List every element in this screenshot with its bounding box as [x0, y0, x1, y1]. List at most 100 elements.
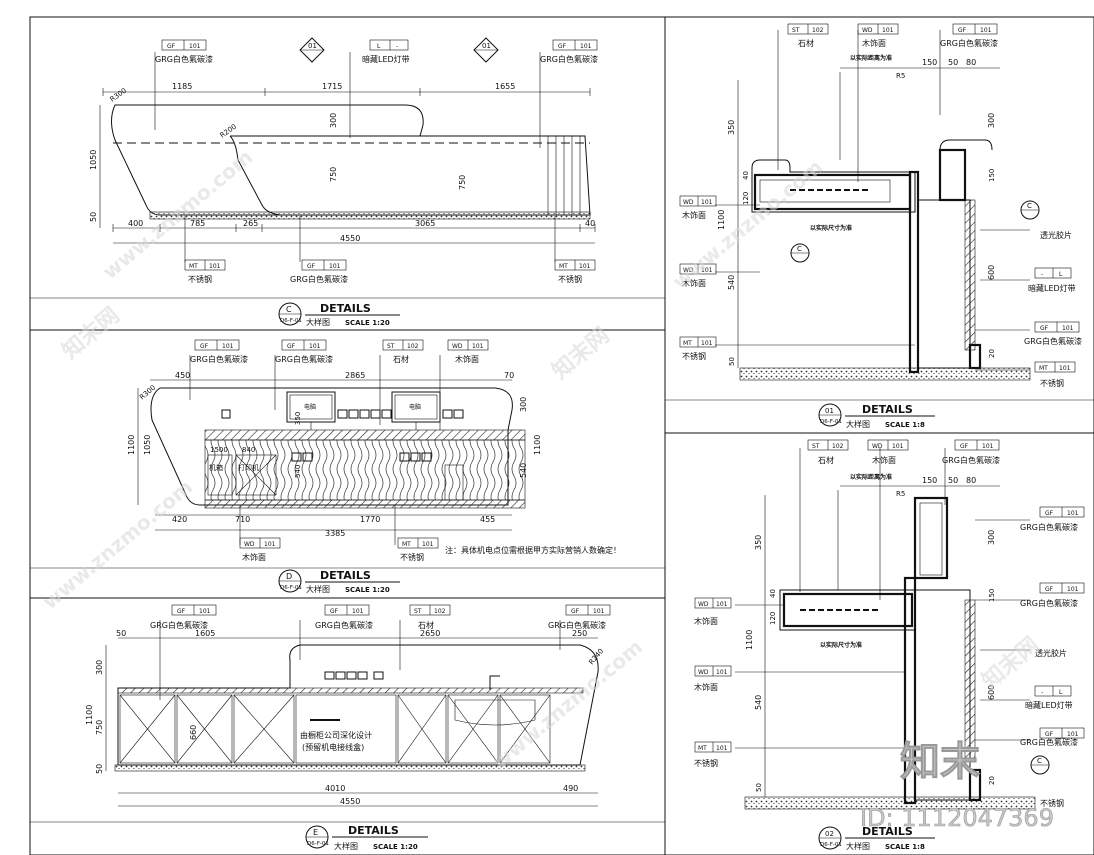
svg-text:D: D: [286, 572, 292, 581]
panel-d-note: 注：具体机电点位需根据甲方实际营销人数确定！: [445, 545, 621, 555]
svg-text:101: 101: [892, 443, 904, 450]
svg-text:DETAILS: DETAILS: [862, 403, 913, 416]
dim: 20: [988, 349, 996, 358]
material-label: GRG白色氟碳漆: [940, 38, 998, 48]
material-label: 石材: [418, 620, 434, 630]
svg-text:101: 101: [1059, 365, 1071, 372]
svg-text:101: 101: [352, 608, 364, 615]
svg-text:L: L: [1059, 271, 1063, 278]
material-label: 木饰面: [455, 354, 479, 364]
panel-e-elevation: 由橱柜公司深化设计 (预留机电接线盒) 50 1605 2650 250 401…: [85, 604, 611, 851]
material-label: 木饰面: [682, 210, 706, 220]
dim-total: 4550: [340, 797, 360, 806]
radius: R300: [109, 87, 129, 104]
svg-text:C: C: [1027, 202, 1032, 210]
svg-text:101: 101: [199, 608, 211, 615]
dim: 540: [294, 465, 302, 478]
dim: 750: [95, 720, 104, 735]
svg-text:GF: GF: [1040, 325, 1049, 332]
material-label: GRG白色氟碳漆: [315, 620, 373, 630]
panel-e-note: 由橱柜公司深化设计: [300, 730, 372, 740]
material-label: GRG白色氟碳漆: [290, 274, 348, 284]
svg-text:大样图: 大样图: [334, 841, 358, 851]
dim: 455: [480, 515, 495, 524]
dim: 420: [172, 515, 187, 524]
svg-text:-: -: [1041, 271, 1043, 278]
svg-text:WD: WD: [862, 27, 873, 34]
dim: 50: [728, 357, 736, 366]
material-label: 透光胶片: [1040, 230, 1072, 240]
dim: 750: [329, 167, 338, 182]
svg-text:101: 101: [1067, 586, 1079, 593]
svg-text:SCALE 1:8: SCALE 1:8: [885, 421, 925, 429]
svg-text:WD: WD: [683, 199, 694, 206]
dim: 1715: [322, 82, 342, 91]
svg-text:D6-F-01: D6-F-01: [280, 318, 302, 324]
dim: 70: [504, 371, 514, 380]
material-label: 木饰面: [862, 38, 886, 48]
svg-text:SCALE 1:8: SCALE 1:8: [885, 843, 925, 851]
svg-text:101: 101: [222, 343, 234, 350]
svg-text:101: 101: [422, 541, 434, 548]
dim: 350: [294, 412, 302, 425]
dim: 120: [769, 612, 777, 625]
dim: 1500: [210, 446, 228, 454]
dim: 1100: [533, 435, 542, 455]
svg-text:101: 101: [209, 263, 221, 270]
material-label: GRG白色氟碳漆: [1024, 336, 1082, 346]
svg-text:D6-F-01: D6-F-01: [820, 842, 842, 848]
label: 打印机: [238, 463, 259, 472]
dim: 150: [922, 58, 937, 67]
material-label: 石材: [818, 455, 834, 465]
material-label: 不锈钢: [188, 274, 212, 284]
panel-e-note: (预留机电接线盒): [302, 742, 364, 752]
dim: 300: [329, 113, 338, 128]
dim: 300: [987, 530, 996, 545]
dim: 1050: [143, 435, 152, 455]
svg-text:102: 102: [812, 27, 824, 34]
panel-c-elevation: 1185 1715 1655 400 785 265 3065 40 4550 …: [89, 37, 598, 327]
svg-text:101: 101: [580, 43, 592, 50]
material-tag-led: L- 暗藏LED灯带: [362, 39, 410, 64]
dim: 1050: [89, 150, 98, 170]
dim: 350: [727, 120, 736, 135]
dim: 20: [988, 776, 996, 785]
material-label: GRG白色氟碳漆: [540, 54, 598, 64]
svg-text:MT: MT: [402, 541, 411, 548]
note: 以实际尺寸为准: [820, 641, 862, 649]
dim: 1100: [717, 210, 726, 230]
svg-text:SCALE 1:20: SCALE 1:20: [345, 319, 390, 327]
svg-text:101: 101: [716, 669, 728, 676]
material-label: 木饰面: [682, 278, 706, 288]
dim: 600: [987, 685, 996, 700]
material-label: GRG白色氟碳漆: [548, 620, 606, 630]
dim: 600: [987, 265, 996, 280]
svg-text:101: 101: [980, 27, 992, 34]
svg-text:WD: WD: [698, 601, 709, 608]
radius: R5: [896, 490, 905, 498]
dim: 120: [742, 192, 750, 205]
material-label: 不锈钢: [400, 552, 424, 562]
dim: 50: [948, 58, 958, 67]
svg-text:101: 101: [701, 267, 713, 274]
material-label: 暗藏LED灯带: [1028, 283, 1076, 293]
dim: 350: [754, 535, 763, 550]
svg-text:C: C: [1037, 757, 1042, 765]
svg-text:101: 101: [716, 601, 728, 608]
dim: 1100: [127, 435, 136, 455]
svg-text:101: 101: [1062, 325, 1074, 332]
svg-text:E: E: [313, 828, 318, 837]
svg-text:101: 101: [701, 340, 713, 347]
